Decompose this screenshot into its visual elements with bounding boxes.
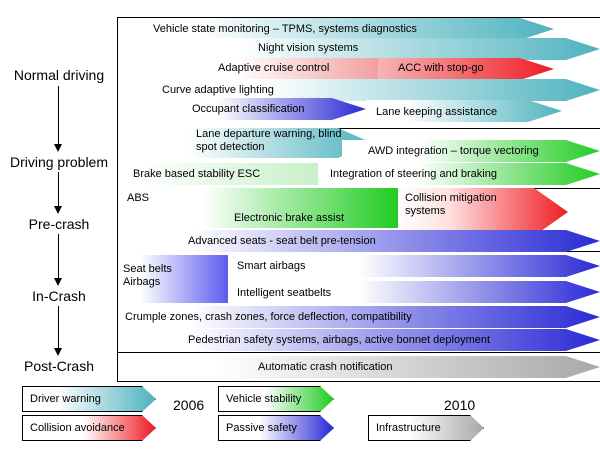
bar-abs [118, 188, 398, 228]
label-brake-assist: Electronic brake assist [234, 212, 345, 224]
year-end: 2010 [444, 397, 476, 413]
bar-pedestrian [118, 329, 600, 351]
label-lane-departure: Lane departure warning, blind spot detec… [196, 128, 342, 153]
bar-awd [342, 140, 600, 162]
divider-incrash-postcrash [117, 352, 600, 353]
label-tpms: Vehicle state monitoring – TPMS, systems… [153, 23, 417, 35]
divider-top [117, 17, 600, 18]
label-intelligent-seatbelts: Intelligent seatbelts [237, 287, 332, 299]
label-curve-lighting: Curve adaptive lighting [162, 84, 274, 96]
divider-bottom [117, 381, 600, 382]
divider-normal-problem [117, 128, 600, 129]
legend-collision-avoidance: Collision avoidance [30, 422, 125, 434]
legend-infrastructure: Infrastructure [376, 422, 441, 434]
legend-vehicle-stability-swatch [218, 386, 334, 412]
label-acc: Adaptive cruise control [218, 62, 330, 74]
label-advanced-seats: Advanced seats - seat belt pre-tension [188, 235, 376, 247]
bar-steer-brake [318, 163, 600, 185]
label-esc: Brake based stability ESC [133, 168, 261, 180]
phase-pre-crash: Pre-crash [28, 216, 90, 232]
label-smart-airbags: Smart airbags [237, 260, 306, 272]
label-acc-stop-go: ACC with stop-go [398, 62, 484, 74]
phase-normal-driving: Normal driving [13, 67, 105, 83]
legend-infrastructure-swatch [368, 415, 484, 441]
bar-collision-mitigation [398, 188, 568, 236]
legend-passive-safety: Passive safety [226, 422, 297, 434]
year-start: 2006 [173, 397, 205, 413]
label-collision-mitigation: Collision mitigation systems [405, 192, 497, 217]
phase-in-crash: In-Crash [32, 288, 86, 304]
label-awd: AWD integration – torque vectoring [368, 145, 539, 157]
bar-occupant [118, 98, 366, 120]
timeline-axis [117, 17, 118, 381]
bar-curve-lighting [118, 79, 600, 101]
bar-smart-airbags [228, 255, 600, 277]
bar-esc [118, 163, 318, 185]
label-occupant: Occupant classification [192, 103, 305, 115]
label-crumple: Crumple zones, crash zones, force deflec… [125, 311, 412, 323]
legend-collision-avoidance-swatch [22, 415, 156, 441]
label-crash-notification: Automatic crash notification [258, 361, 393, 373]
bar-night-vision [118, 38, 600, 60]
legend-driver-warning-swatch [22, 386, 156, 412]
legend-passive-safety-swatch [218, 415, 334, 441]
bar-tpms [118, 18, 554, 40]
bar-seatbelts-airbags [118, 255, 228, 303]
bar-crumple [118, 306, 600, 328]
bar-lane-departure [118, 128, 372, 158]
label-lane-keeping: Lane keeping assistance [376, 106, 498, 118]
label-seatbelts-airbags: Seat belts Airbags [123, 263, 172, 288]
phase-driving-problem: Driving problem [9, 154, 109, 170]
bar-intelligent-seatbelts [228, 281, 600, 303]
bar-crash-notification [118, 356, 600, 378]
phase-post-crash: Post-Crash [23, 358, 95, 374]
bar-acc [118, 58, 378, 80]
bar-acc-stop-go [378, 58, 554, 80]
bar-lane-keeping [366, 100, 562, 122]
label-night-vision: Night vision systems [258, 42, 359, 54]
label-steer-brake: Integration of steering and braking [330, 168, 497, 180]
label-abs: ABS [127, 192, 150, 204]
label-pedestrian: Pedestrian safety systems, airbags, acti… [188, 334, 491, 346]
legend-driver-warning: Driver warning [30, 393, 101, 405]
bar-advanced-seats [118, 230, 600, 252]
legend-vehicle-stability: Vehicle stability [226, 393, 302, 405]
